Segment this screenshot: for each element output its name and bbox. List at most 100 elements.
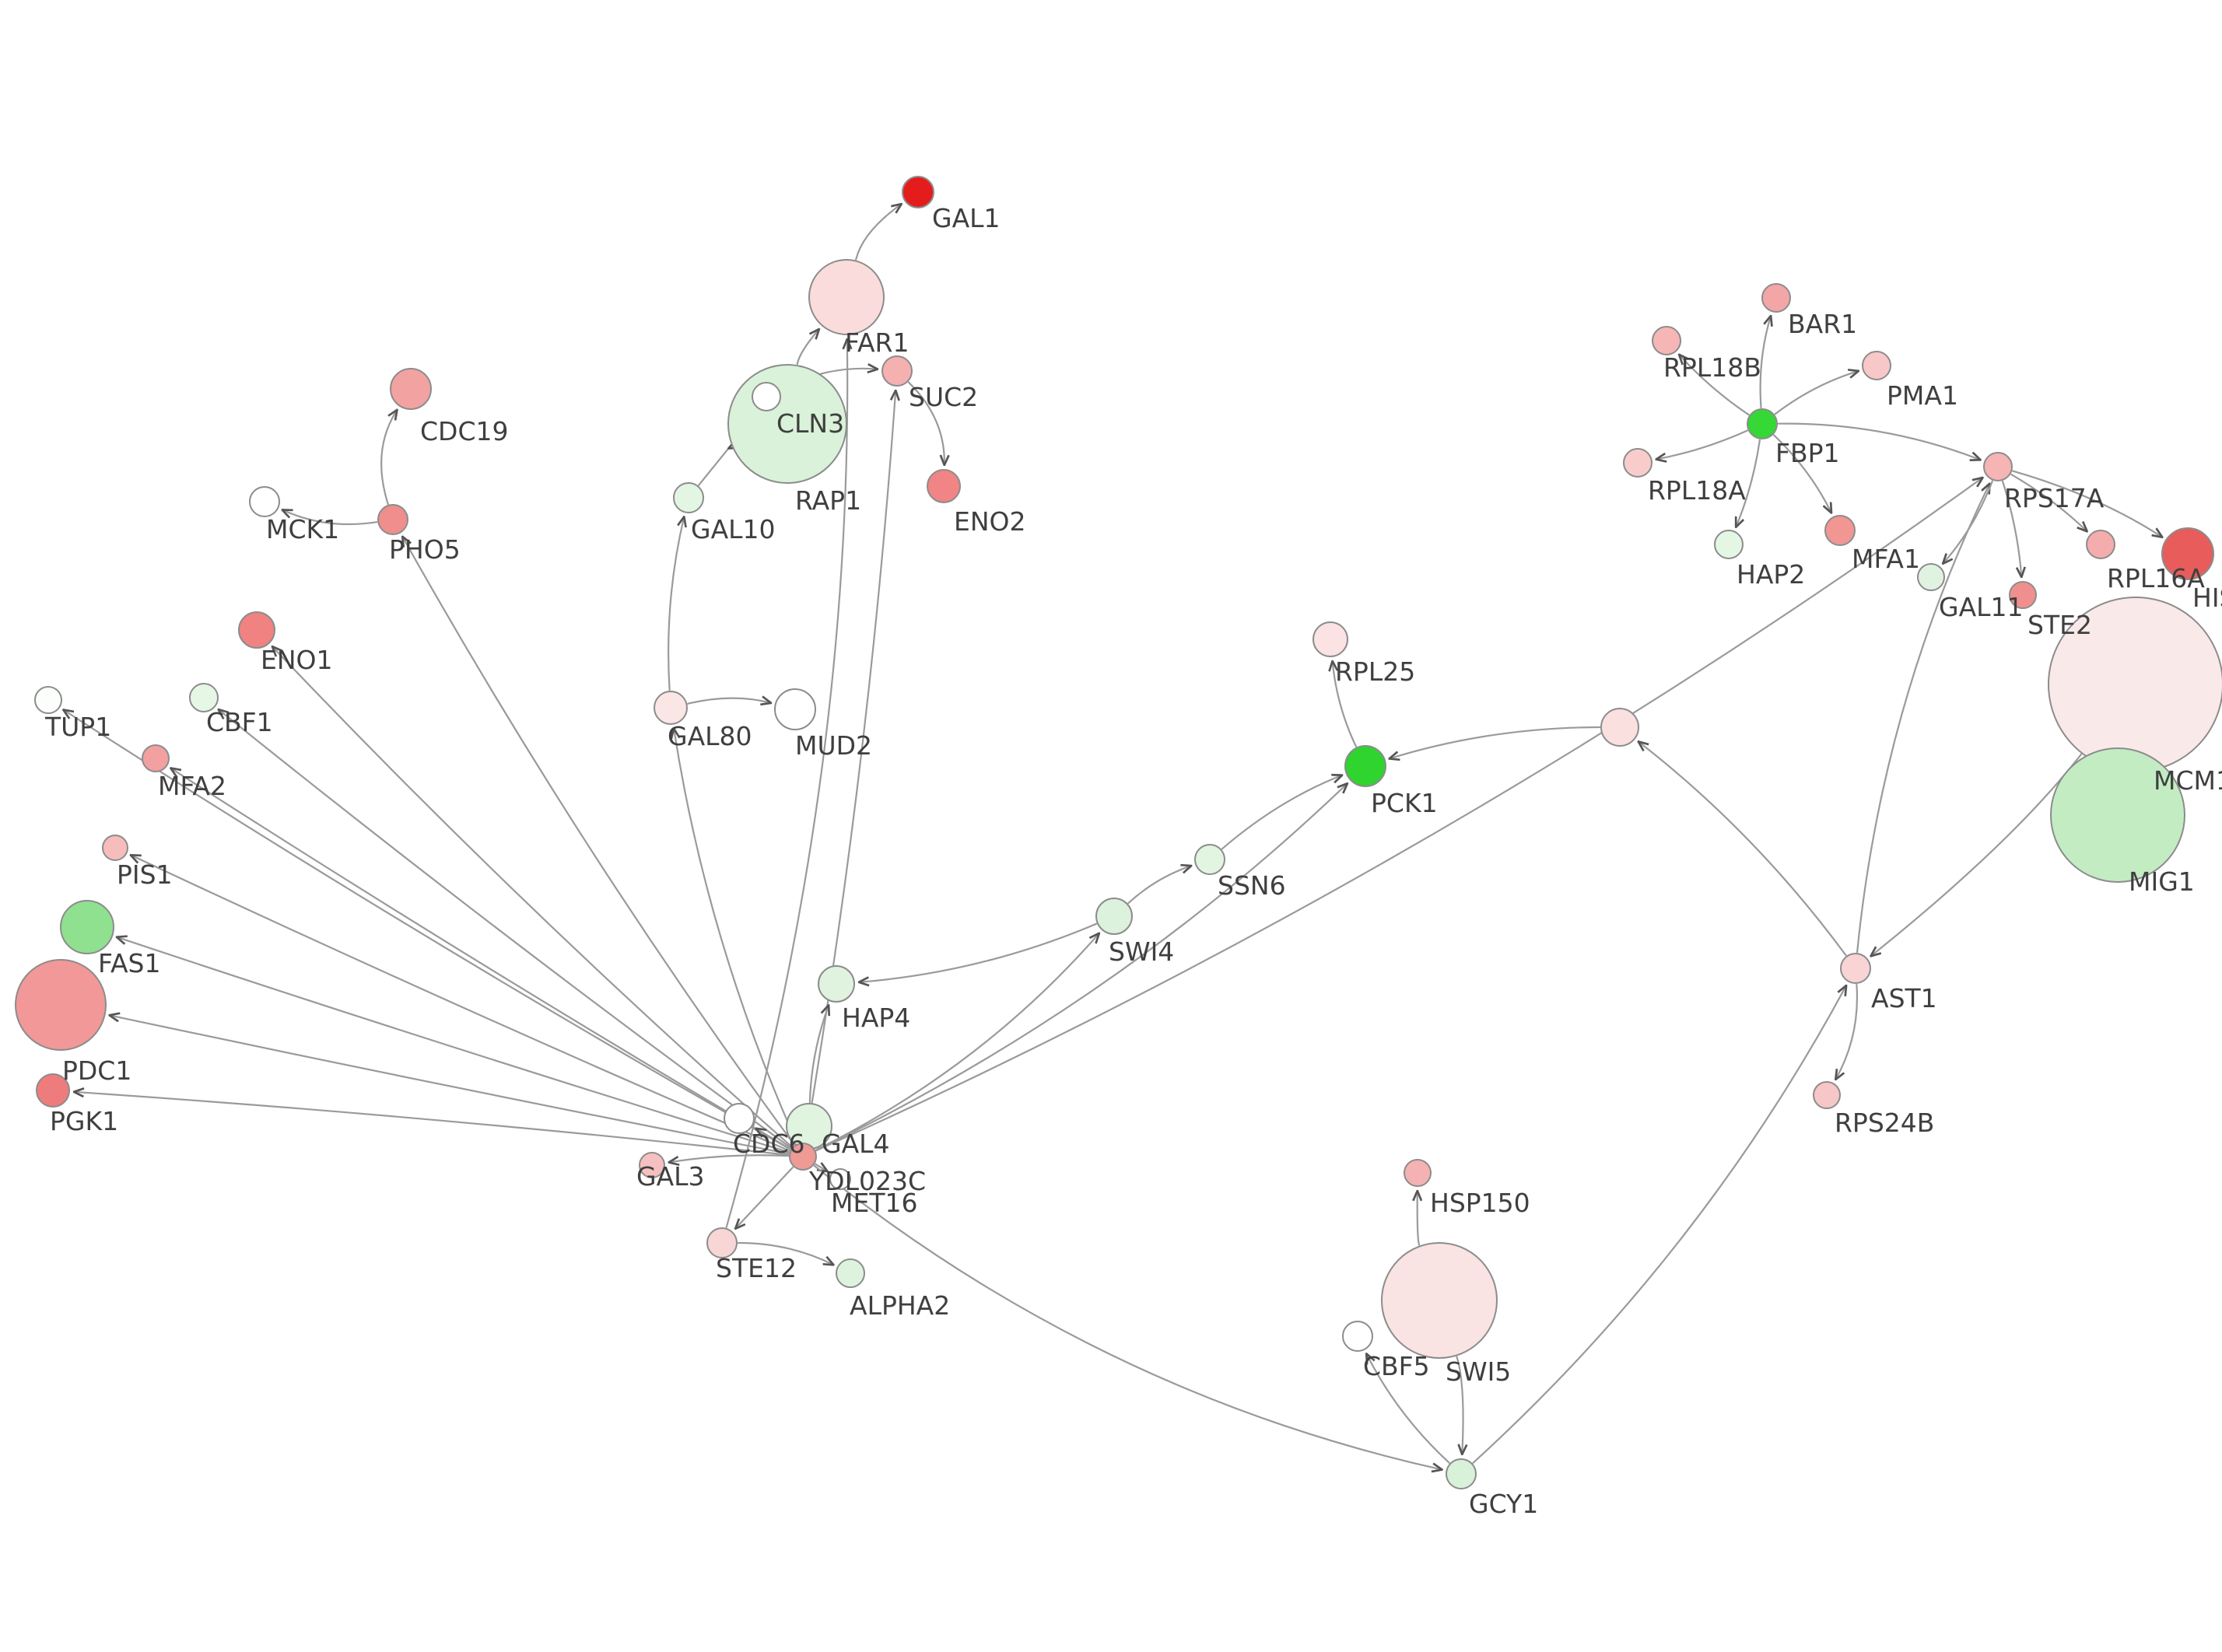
node-mig1[interactable] (2050, 747, 2185, 883)
node-tup1[interactable] (34, 686, 62, 714)
edge-gal80-mud2[interactable] (687, 698, 771, 704)
node-gal1[interactable] (902, 176, 934, 208)
edge-gal4-suc2[interactable] (804, 390, 895, 1143)
edge-node1-pck1[interactable] (1390, 726, 1601, 759)
node-gal80[interactable] (654, 691, 688, 725)
node-hsp150[interactable] (1404, 1159, 1432, 1187)
edge-gcy1-ast1[interactable] (1472, 985, 1847, 1464)
edge-gal4-swi4[interactable] (815, 933, 1099, 1151)
edge-gal4-pck1[interactable] (815, 783, 1348, 1151)
edge-gal4-eno1[interactable] (272, 646, 793, 1148)
node-rpl18a[interactable] (1623, 448, 1652, 478)
node-fbp1[interactable] (1747, 408, 1778, 439)
edge-gal4-cdc6[interactable] (756, 1129, 791, 1150)
node-fas1[interactable] (60, 900, 114, 954)
node-pho5[interactable] (377, 504, 408, 535)
node-cbf5[interactable] (1342, 1321, 1373, 1352)
node-cdc6[interactable] (724, 1103, 755, 1134)
edge-ast1-node1[interactable] (1638, 741, 1847, 957)
node-alpha2[interactable] (836, 1258, 865, 1288)
node-cbf1[interactable] (189, 683, 219, 712)
node-mfa2[interactable] (142, 744, 170, 772)
node-swi5[interactable] (1381, 1242, 1498, 1359)
node-pdc1[interactable] (15, 959, 107, 1051)
node-suc2[interactable] (881, 355, 913, 387)
node-gal3[interactable] (639, 1152, 665, 1178)
node-pis1[interactable] (102, 835, 128, 861)
edge-gal80-gal10[interactable] (668, 516, 684, 691)
node-pck1[interactable] (1344, 745, 1386, 787)
node-mck1[interactable] (249, 486, 280, 517)
edge-swi5-hsp150[interactable] (1418, 1191, 1419, 1246)
node-node1[interactable] (1600, 708, 1639, 747)
node-ste12[interactable] (706, 1227, 738, 1258)
edge-gal4-pho5[interactable] (402, 537, 795, 1146)
edge-ydl023c-hap4[interactable] (808, 1005, 829, 1104)
edge-gal4-pis1[interactable] (131, 855, 790, 1152)
node-ast1[interactable] (1840, 953, 1871, 984)
node-hap4[interactable] (818, 965, 855, 1003)
node-ste2[interactable] (2009, 581, 2037, 609)
node-eno2[interactable] (927, 469, 961, 503)
edge-pho5-mck1[interactable] (282, 509, 378, 526)
edge-gal4-cbf1[interactable] (219, 709, 792, 1149)
node-eno1[interactable] (238, 611, 275, 649)
edge-fbp1-hap2[interactable] (1736, 439, 1761, 527)
edge-far1-gal1[interactable] (855, 204, 902, 261)
edge-swi4-hap4[interactable] (859, 922, 1098, 982)
edge-gal4-fas1[interactable] (117, 937, 790, 1153)
edge-swi5-gcy1[interactable] (1456, 1356, 1463, 1454)
node-rpl16a[interactable] (2086, 530, 2115, 559)
edge-ssn6-pck1[interactable] (1221, 775, 1342, 850)
node-mfa1[interactable] (1824, 515, 1856, 546)
edge-ste12-alpha2[interactable] (737, 1241, 834, 1265)
node-his4[interactable] (2161, 527, 2214, 580)
node-gcy1[interactable] (1446, 1458, 1477, 1489)
edge-ste12-far1[interactable] (725, 339, 848, 1228)
edge-fbp1-rpl18a[interactable] (1656, 429, 1748, 460)
edge-fbp1-rps17a[interactable] (1777, 422, 1981, 460)
node-gal4[interactable] (789, 1143, 817, 1171)
edge-cln3-far1[interactable] (796, 329, 819, 366)
edge-fbp1-rpl18b[interactable] (1679, 355, 1750, 416)
edge-suc2-eno2[interactable] (907, 381, 945, 465)
node-rap1[interactable] (752, 382, 781, 411)
node-rps24b[interactable] (1813, 1081, 1841, 1109)
edge-fbp1-mfa1[interactable] (1773, 434, 1831, 513)
edge-rps17a-ste2[interactable] (2002, 480, 2021, 577)
edge-gal4-tup1[interactable] (63, 710, 791, 1150)
edge-rps17a-rpl16a[interactable] (2010, 474, 2087, 531)
edge-gal4-pgk1[interactable] (74, 1092, 790, 1156)
edge-gal4-rps17a[interactable] (815, 478, 1982, 1152)
edge-ast1-rps17a[interactable] (1856, 484, 1989, 954)
edge-swi4-ssn6[interactable] (1127, 866, 1191, 905)
edge-gal4-gal3[interactable] (669, 1154, 790, 1162)
edge-ast1-rps24b[interactable] (1835, 983, 1858, 1080)
edge-mcm1-ast1[interactable] (1871, 753, 2082, 957)
edge-gal4-mfa2[interactable] (170, 768, 791, 1150)
node-far1[interactable] (808, 259, 885, 335)
edge-gal4-gal80[interactable] (674, 729, 798, 1144)
edge-gal4-met16[interactable] (815, 1164, 827, 1171)
node-swi4[interactable] (1095, 898, 1133, 935)
edge-rps17a-gal11[interactable] (1943, 480, 1993, 564)
node-cdc19[interactable] (390, 368, 432, 410)
edge-rps17a-his4[interactable] (2012, 470, 2162, 537)
node-hap2[interactable] (1714, 530, 1744, 559)
node-pma1[interactable] (1862, 351, 1891, 380)
edge-pck1-rpl25[interactable] (1333, 661, 1357, 747)
node-bar1[interactable] (1761, 283, 1791, 313)
node-ssn6[interactable] (1194, 844, 1225, 875)
edge-gal4-ste12[interactable] (735, 1166, 794, 1229)
edge-gal4-gcy1[interactable] (813, 1164, 1442, 1470)
node-mud2[interactable] (774, 688, 816, 730)
node-gal11[interactable] (1917, 563, 1945, 591)
node-met16[interactable] (829, 1168, 851, 1190)
edge-fbp1-bar1[interactable] (1759, 316, 1772, 409)
edge-gcy1-cbf5[interactable] (1366, 1353, 1450, 1464)
edge-gal4-pdc1[interactable] (110, 1015, 790, 1155)
edge-fbp1-pma1[interactable] (1774, 371, 1859, 415)
node-rpl25[interactable] (1313, 621, 1348, 657)
node-pgk1[interactable] (36, 1073, 70, 1108)
node-rps17a[interactable] (1983, 452, 2013, 481)
